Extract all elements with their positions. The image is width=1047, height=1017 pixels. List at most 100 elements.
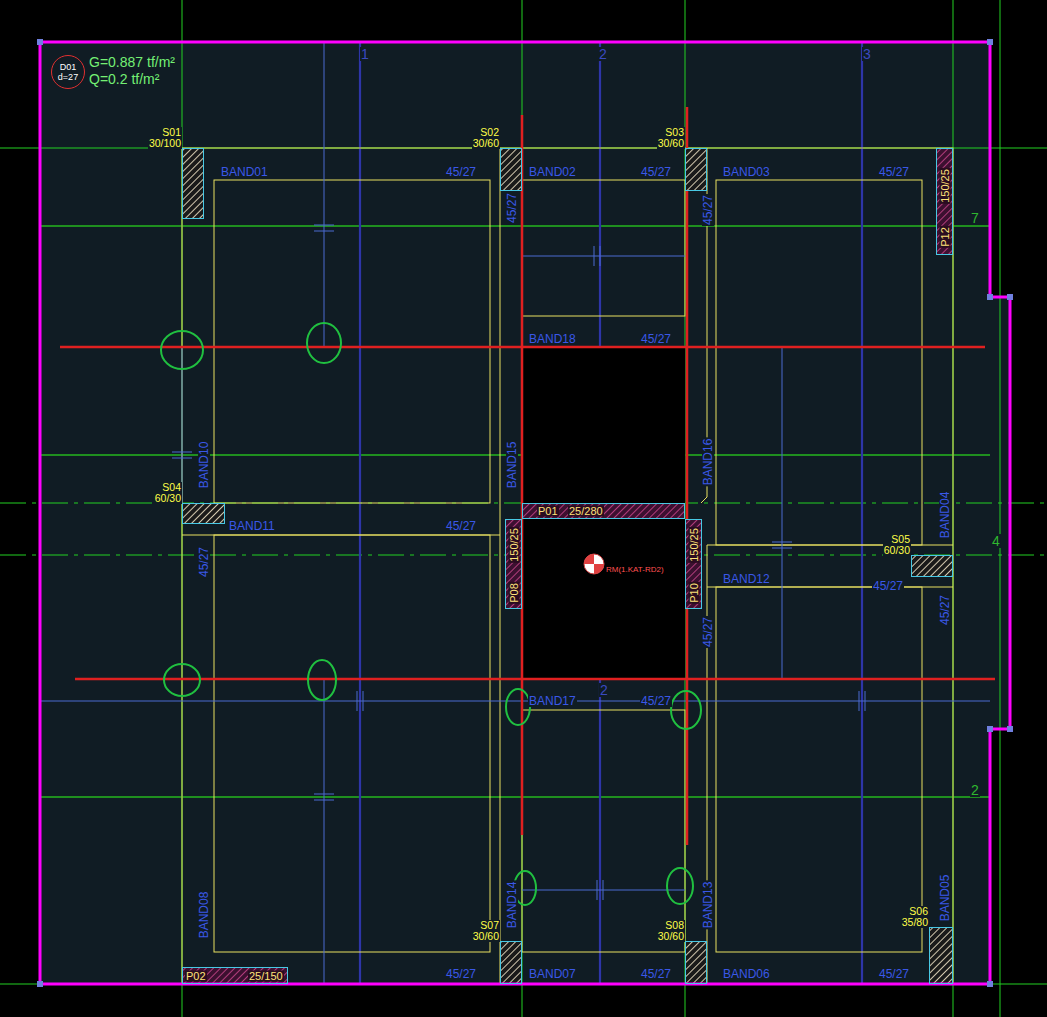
wall-box: P02 25/150 (182, 967, 288, 984)
check-mark-ellipse (671, 691, 701, 729)
band-label: BAND18 (528, 333, 577, 345)
slab-area (40, 42, 1010, 984)
axis-label: 1 (360, 47, 370, 61)
band-outline (707, 545, 953, 546)
band-size: 45/27 (640, 166, 672, 178)
vertex-marker (987, 981, 993, 987)
band-size: 45/27 (939, 594, 951, 626)
band-label: BAND07 (528, 968, 577, 980)
band-label: BAND14 (506, 881, 518, 930)
dimension-line (324, 42, 325, 347)
band-outline (701, 497, 707, 503)
wall-hatch (936, 148, 953, 255)
band-size: 45/27 (198, 546, 210, 578)
vertex-marker (987, 39, 993, 45)
wall-label: 25/280 (568, 506, 604, 517)
element-size: 35/80 (901, 917, 929, 928)
dimension-line (522, 256, 685, 257)
axis-label: 4 (991, 534, 1001, 548)
column-hatch (911, 555, 953, 577)
axis-label: 2 (970, 783, 980, 797)
dimension-line (314, 800, 334, 801)
dimension-line (40, 701, 990, 702)
column-hatch (500, 941, 522, 984)
band-label: BAND15 (506, 441, 518, 490)
wall-hatch (182, 967, 288, 984)
column-hatch (500, 148, 522, 191)
column-box: S0130/100 (182, 148, 204, 219)
wall-label: 25/150 (248, 970, 284, 981)
element-size: 60/30 (154, 493, 182, 504)
band-size: 45/27 (702, 194, 714, 226)
element-size: 30/60 (657, 931, 685, 942)
element-name: S02 (472, 127, 500, 138)
column-hatch (685, 148, 707, 191)
wall-label: P08 (508, 582, 519, 604)
check-mark-ellipse (307, 323, 341, 363)
element-name: D01 (58, 62, 78, 72)
band-size: 45/27 (445, 166, 477, 178)
axis-label: 7 (970, 211, 980, 225)
wall-box: 150/25P08 (505, 519, 522, 609)
vertex-marker (37, 981, 43, 987)
band-outline (214, 535, 490, 952)
dimension-line (859, 691, 860, 711)
dimension-line (182, 347, 183, 503)
band-outline (182, 148, 953, 984)
dimension-line (865, 691, 866, 711)
band-label: BAND16 (702, 438, 714, 487)
band-label: BAND13 (702, 881, 714, 930)
check-mark-ellipse (164, 664, 200, 696)
dimension-line (782, 347, 783, 679)
axis-line (359, 42, 361, 984)
wall-hatch (522, 503, 685, 519)
check-mark-ellipse (506, 689, 530, 725)
mass-center-label: RM(1.KAT-RD2) (605, 566, 665, 574)
column-box: S0635/80 (929, 927, 953, 984)
band-size: 45/27 (640, 695, 672, 707)
band-label: BAND10 (198, 441, 210, 490)
band-size: 45/27 (878, 166, 910, 178)
band-size: 45/27 (506, 192, 518, 224)
slab-opening (522, 347, 685, 679)
band-size: 45/27 (702, 616, 714, 648)
element-name: S06 (901, 906, 929, 917)
band-label: BAND17 (528, 695, 577, 707)
axis-label: 2 (599, 683, 609, 697)
wall-label: P02 (185, 970, 207, 981)
axis-label: 2 (598, 47, 608, 61)
element-size: 30/60 (657, 138, 685, 149)
wall-label: P10 (688, 582, 699, 604)
mass-center-symbol (584, 554, 604, 574)
section-line (75, 678, 995, 681)
wall-box: 150/25P10 (685, 519, 702, 609)
band-size: 45/27 (640, 968, 672, 980)
dimension-line (314, 794, 334, 795)
section-line (686, 107, 689, 845)
dimension-line (772, 548, 792, 549)
vertex-marker (1007, 294, 1013, 300)
band-label: BAND12 (722, 573, 771, 585)
dimension-line (594, 246, 595, 266)
dimension-line (363, 691, 364, 711)
load-note: Q=0.2 tf/m² (88, 72, 160, 86)
column-box: S0330/60 (685, 148, 707, 191)
dimension-line (603, 880, 604, 900)
dimension-line (314, 231, 334, 232)
element-size: d=27 (58, 72, 78, 82)
element-size: 30/100 (148, 138, 182, 149)
column-hatch (929, 927, 953, 984)
check-mark-ellipse (308, 660, 336, 700)
wall-hatch (685, 519, 702, 609)
dimension-line (172, 452, 192, 453)
band-label: BAND03 (722, 166, 771, 178)
column-box: S0460/30 (182, 503, 225, 524)
wall-label: 150/25 (508, 527, 519, 563)
column-box: S0730/60 (500, 941, 522, 984)
band-label: BAND02 (528, 166, 577, 178)
dimension-line (172, 458, 192, 459)
wall-label: 150/25 (939, 168, 950, 204)
check-mark-ellipse (667, 868, 693, 904)
band-label: BAND05 (939, 874, 951, 923)
